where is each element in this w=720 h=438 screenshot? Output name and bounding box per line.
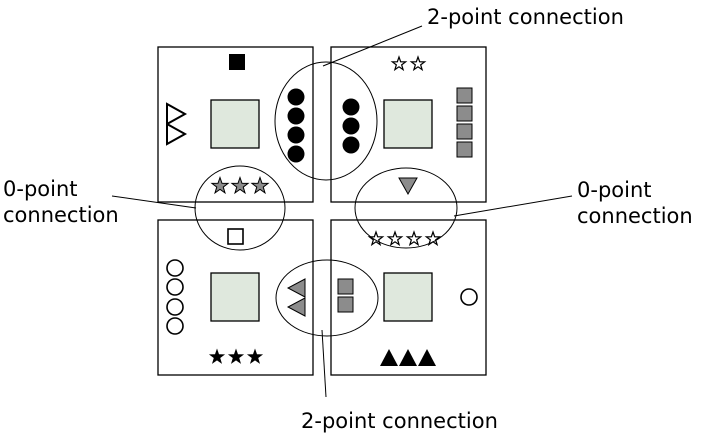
label-0-point-right-line2: connection: [577, 204, 693, 228]
leader-line-left: [111, 195, 197, 209]
label-0-point-right-line1: 0-point: [577, 178, 652, 202]
outline-circle-icon: [460, 288, 478, 306]
tile-center-square: [210, 272, 260, 322]
gray-squares-icon: [456, 87, 473, 158]
connection-ellipse-bottom: [275, 259, 379, 337]
leader-line-right: [453, 195, 573, 217]
label-2-point-connection-bottom: 2-point connection: [301, 409, 498, 433]
label-0-point-left-line2: connection: [3, 203, 119, 227]
black-circles-icon: [342, 98, 360, 154]
outline-triangles-icon: [166, 102, 188, 146]
black-triangles-icon: [380, 349, 436, 366]
outline-circles-icon: [166, 259, 184, 335]
gray-triangle-icon: [398, 177, 418, 196]
leader-line-top-right: [322, 25, 423, 67]
label-0-point-left-line1: 0-point: [3, 177, 78, 201]
black-circles-icon: [287, 88, 305, 163]
tile-center-square: [210, 99, 260, 149]
outline-square-icon: [227, 228, 244, 245]
tile-center-square: [383, 272, 433, 322]
leader-line-bottom: [321, 329, 327, 398]
connection-ellipse-top: [274, 61, 378, 181]
connection-ellipse-right: [354, 167, 458, 249]
label-2-point-connection-top: 2-point connection: [427, 5, 624, 29]
gray-squares-icon: [337, 278, 354, 313]
gray-triangles-icon: [286, 278, 306, 317]
black-square-icon: [229, 54, 245, 70]
tile-center-square: [383, 99, 433, 149]
